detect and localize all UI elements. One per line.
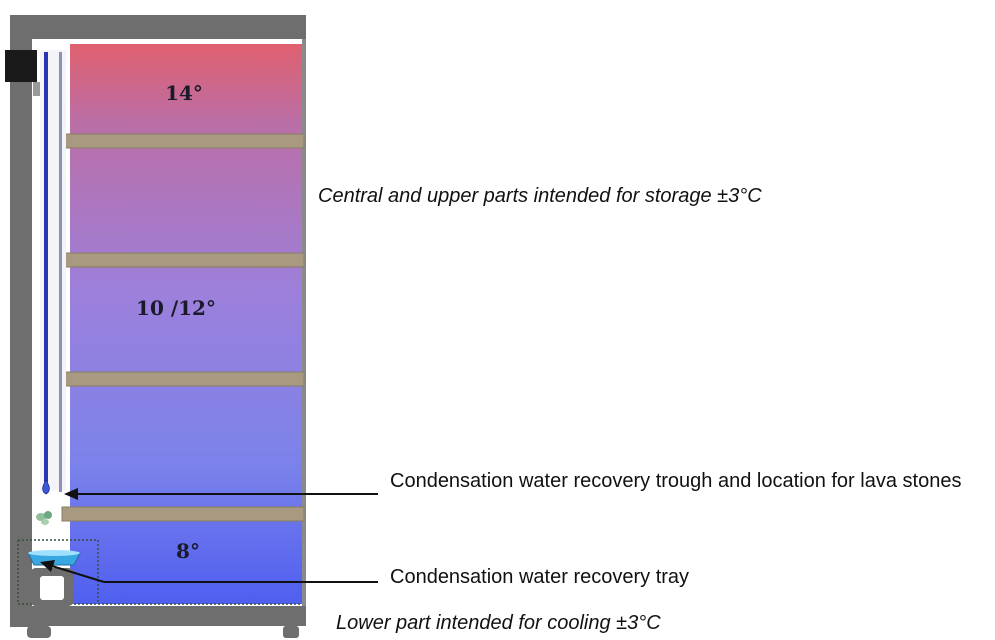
lava-stones-trough [36,511,52,525]
cabinet-right-edge [302,39,306,606]
shelf [61,506,305,522]
evaporator-back [40,50,66,490]
cabinet-bottom-wall [10,606,306,626]
cabinet-top-wall [10,15,306,39]
tray-surface [28,550,80,556]
pointer-arrows [40,488,378,583]
lava-stone [44,511,52,519]
shelf [61,133,305,149]
compressor-compartment-outline [18,539,302,605]
rear-foot [283,626,299,638]
storage-zone-label: Central and upper parts intended for sto… [318,185,762,207]
shelves [61,133,305,522]
trough-label: Condensation water recovery trough and l… [390,470,962,492]
cooling-zone-label: Lower part intended for cooling ±3°C [336,612,661,634]
trough-arrow-head [64,488,78,500]
tray-arrow-diagonal [51,565,105,583]
door-hinge [5,50,37,82]
droplet-icon [42,479,50,495]
cabinet-left-wall [10,15,32,627]
rear-rail [59,52,62,492]
tray-label: Condensation water recovery tray [390,566,690,588]
tray-arrow-head [40,560,55,572]
water-pipe [44,52,48,482]
shelf [61,252,305,268]
compressor-core [40,576,64,600]
temp-label-bottom: 8° [176,539,200,563]
shelf [61,371,305,387]
recovery-tray [27,550,81,606]
lava-stone [36,513,46,521]
front-foot [27,626,51,638]
lava-stone [41,519,49,525]
temp-label-middle: 10 /12° [136,296,216,320]
temp-label-top: 14° [165,81,203,105]
evaporator-plate [40,50,66,495]
